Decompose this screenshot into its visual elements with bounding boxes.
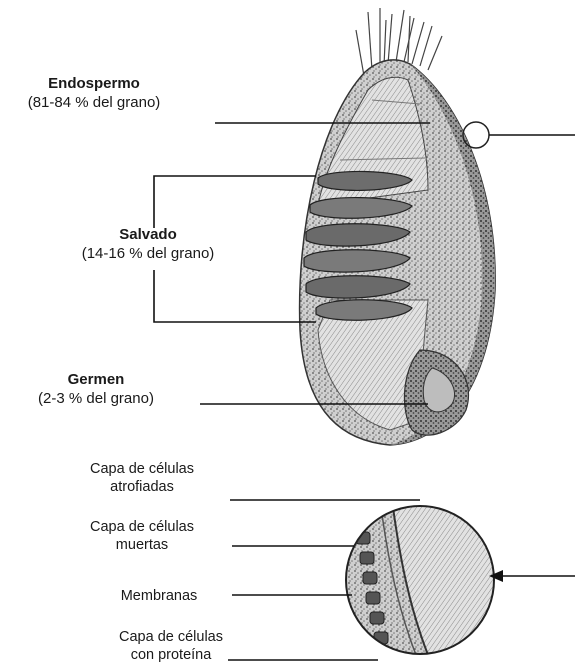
- dead-layer-label: Capa de células muertas: [60, 518, 224, 554]
- atrophied-line1: Capa de células: [60, 460, 224, 478]
- bran-detail: (14-16 % del grano): [24, 244, 272, 263]
- dead-line1: Capa de células: [60, 518, 224, 536]
- germ-title: Germen: [8, 370, 184, 389]
- dead-line2: muertas: [60, 536, 224, 554]
- membranes-label: Membranas: [92, 587, 226, 605]
- germ-detail: (2-3 % del grano): [8, 389, 184, 408]
- protein-line1: Capa de células: [86, 628, 256, 646]
- endosperm-label: Endospermo (81-84 % del grano): [2, 74, 186, 112]
- zoom-arrow: [489, 570, 575, 582]
- protein-line2: con proteína: [86, 646, 256, 664]
- protein-layer-label: Capa de células con proteína: [86, 628, 256, 664]
- atrophied-line2: atrofiadas: [60, 478, 224, 496]
- membranes-text: Membranas: [92, 587, 226, 605]
- detail-marker-circle: [463, 122, 489, 148]
- germ-label: Germen (2-3 % del grano): [8, 370, 184, 408]
- endosperm-detail: (81-84 % del grano): [2, 93, 186, 112]
- bran-title: Salvado: [24, 225, 272, 244]
- zoom-detail: [346, 500, 494, 660]
- endosperm-title: Endospermo: [2, 74, 186, 93]
- bran-label: Salvado (14-16 % del grano): [24, 225, 272, 263]
- atrophied-layer-label: Capa de células atrofiadas: [60, 460, 224, 496]
